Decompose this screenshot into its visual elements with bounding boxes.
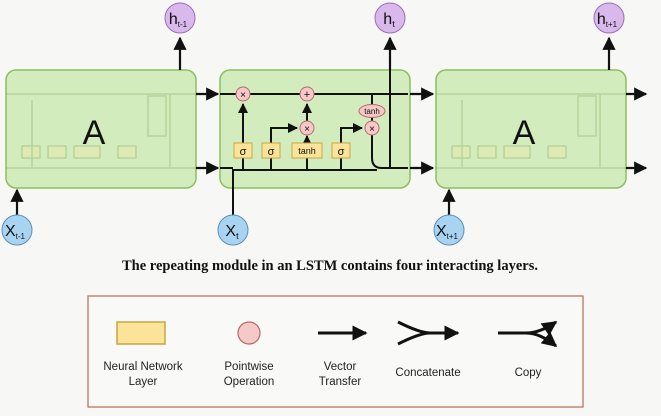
legend-pointwise-swatch [237, 321, 261, 345]
input-prev-sub: t-1 [16, 232, 26, 241]
layer-forget-sigma-label: σ [240, 146, 247, 158]
input-node-curr: Xt [217, 214, 249, 246]
lstm-cell-right: A [435, 69, 627, 189]
op-output-tanh: tanh [358, 104, 386, 118]
layer-candidate-tanh-label: tanh [298, 146, 316, 156]
legend-vector-line2: Transfer [319, 376, 362, 388]
input-next-sub: t+1 [447, 232, 459, 241]
op-input-times: × [299, 120, 315, 136]
legend-layer-line2: Layer [129, 376, 158, 388]
layer-input-sigma-label: σ [268, 146, 275, 158]
io-arrows [10, 36, 616, 215]
inter-cell-arrows [196, 87, 648, 175]
op-forget-times: × [235, 86, 251, 102]
layer-candidate-tanh: tanh [291, 142, 323, 159]
lstm-cell-left: A [5, 69, 197, 189]
input-node-next: Xt+1 [433, 214, 465, 246]
output-next-base: h [597, 11, 606, 28]
layer-output-sigma-label: σ [338, 146, 345, 158]
input-next-base: X [436, 223, 447, 240]
cell-left-label: A [83, 114, 106, 152]
input-curr-base: X [225, 223, 236, 240]
legend: Neural Network Layer Pointwise Operation… [87, 295, 584, 408]
output-node-curr: ht [374, 2, 406, 34]
legend-layer-line1: Neural Network [103, 361, 182, 373]
output-curr-base: h [383, 11, 392, 28]
output-prev-sub: t-1 [178, 20, 188, 29]
legend-copy-arrow [498, 320, 558, 348]
layer-input-sigma: σ [261, 142, 281, 159]
svg-text:ht: ht [383, 11, 395, 29]
legend-layer-swatch [116, 321, 166, 345]
legend-vector-line1: Vector [324, 361, 357, 373]
svg-text:Xt-1: Xt-1 [5, 223, 26, 241]
legend-concatenate-arrow [397, 320, 460, 346]
legend-pointwise-line1: Pointwise [224, 361, 273, 373]
svg-text:ht+1: ht+1 [597, 11, 618, 29]
op-cell-plus-label: + [304, 89, 310, 101]
input-prev-base: X [5, 223, 16, 240]
output-node-next: ht+1 [593, 2, 625, 34]
layer-forget-sigma: σ [233, 142, 253, 159]
cell-right-label: A [513, 114, 536, 152]
layer-output-sigma: σ [331, 142, 351, 159]
op-output-times-label: × [369, 124, 375, 135]
op-output-tanh-label: tanh [364, 107, 380, 116]
op-input-times-label: × [304, 124, 310, 135]
input-curr-sub: t [236, 231, 239, 241]
op-output-times: × [364, 120, 380, 136]
op-forget-times-label: × [240, 90, 246, 101]
output-next-sub: t+1 [606, 20, 618, 29]
svg-text:ht-1: ht-1 [169, 11, 188, 29]
output-prev-base: h [169, 11, 178, 28]
input-node-prev: Xt-1 [1, 214, 33, 246]
legend-copy-label: Copy [515, 367, 542, 379]
output-node-prev: ht-1 [164, 2, 196, 34]
svg-text:Xt+1: Xt+1 [436, 223, 459, 241]
legend-pointwise-line2: Operation [224, 376, 275, 388]
output-curr-sub: t [392, 19, 395, 29]
figure-caption: The repeating module in an LSTM contains… [122, 258, 538, 274]
op-cell-plus: + [299, 86, 315, 102]
svg-text:Xt: Xt [225, 223, 239, 241]
legend-concatenate-label: Concatenate [395, 367, 460, 379]
